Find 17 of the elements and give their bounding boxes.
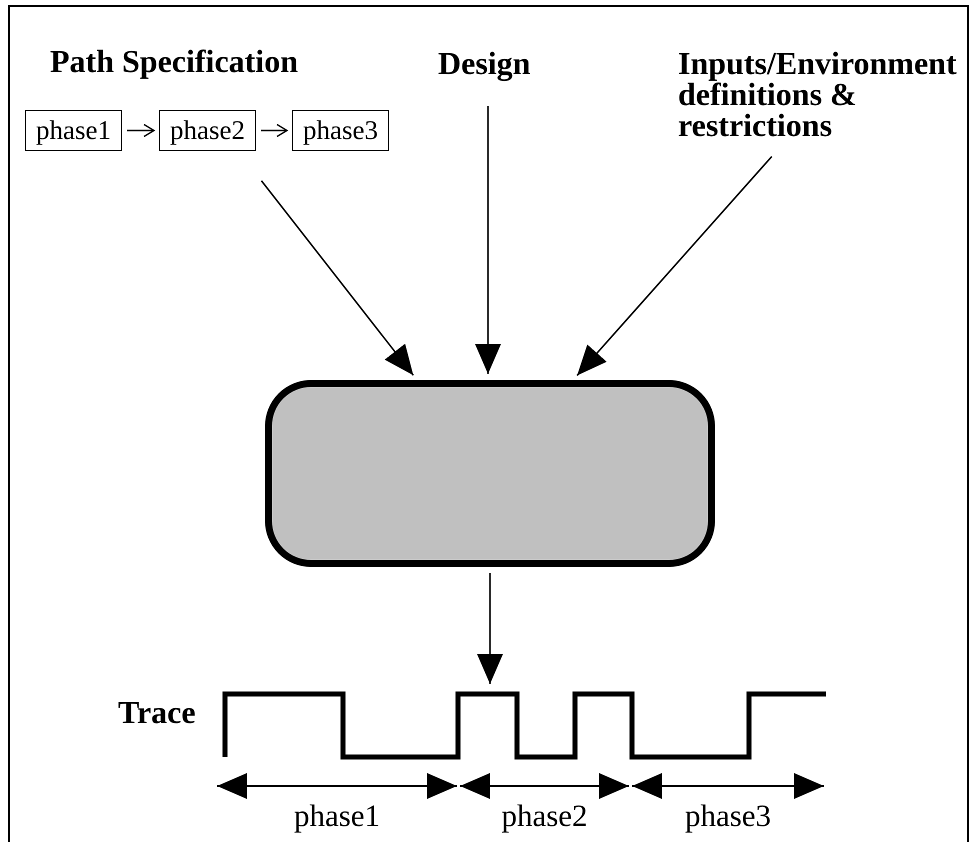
arrow <box>477 573 503 684</box>
dimension-label: phase1 <box>292 800 382 832</box>
heading-text: Inputs/Environment definitions & restrictions <box>678 48 958 141</box>
arrow <box>261 124 288 138</box>
arrow <box>576 156 772 376</box>
arrow <box>475 106 501 374</box>
phase-box: phase2 <box>159 110 256 151</box>
arrow <box>260 180 414 376</box>
phase-box: phase3 <box>292 110 389 151</box>
arrow <box>127 124 155 138</box>
phase-box: phase1 <box>25 110 122 151</box>
process-box <box>265 380 715 567</box>
waveform-label: Trace <box>118 697 196 728</box>
heading-text: Design <box>438 48 532 79</box>
heading-text: Path Specification <box>49 46 299 77</box>
dimension-label: phase3 <box>684 800 772 832</box>
dimension-label: phase2 <box>500 800 589 832</box>
